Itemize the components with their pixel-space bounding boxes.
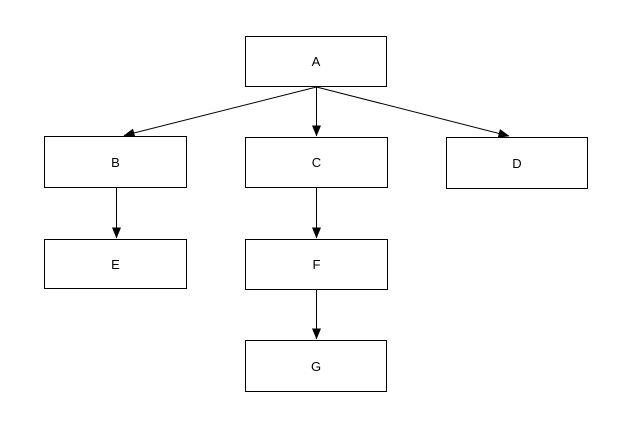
node-g: G <box>245 340 387 392</box>
edge-a-b <box>123 86 317 138</box>
node-f: F <box>245 239 388 290</box>
node-d-label: D <box>512 155 522 171</box>
node-d: D <box>446 137 588 189</box>
edge-a-d <box>316 86 510 138</box>
node-b-label: B <box>111 154 120 170</box>
node-g-label: G <box>310 358 322 374</box>
node-a: A <box>245 36 387 87</box>
node-a-label: A <box>311 54 321 69</box>
node-f-label: F <box>312 257 321 272</box>
node-c-label: C <box>311 155 322 170</box>
node-c: C <box>245 137 388 188</box>
node-b: B <box>44 136 187 188</box>
node-e-label: E <box>111 256 120 272</box>
node-e: E <box>44 239 187 289</box>
